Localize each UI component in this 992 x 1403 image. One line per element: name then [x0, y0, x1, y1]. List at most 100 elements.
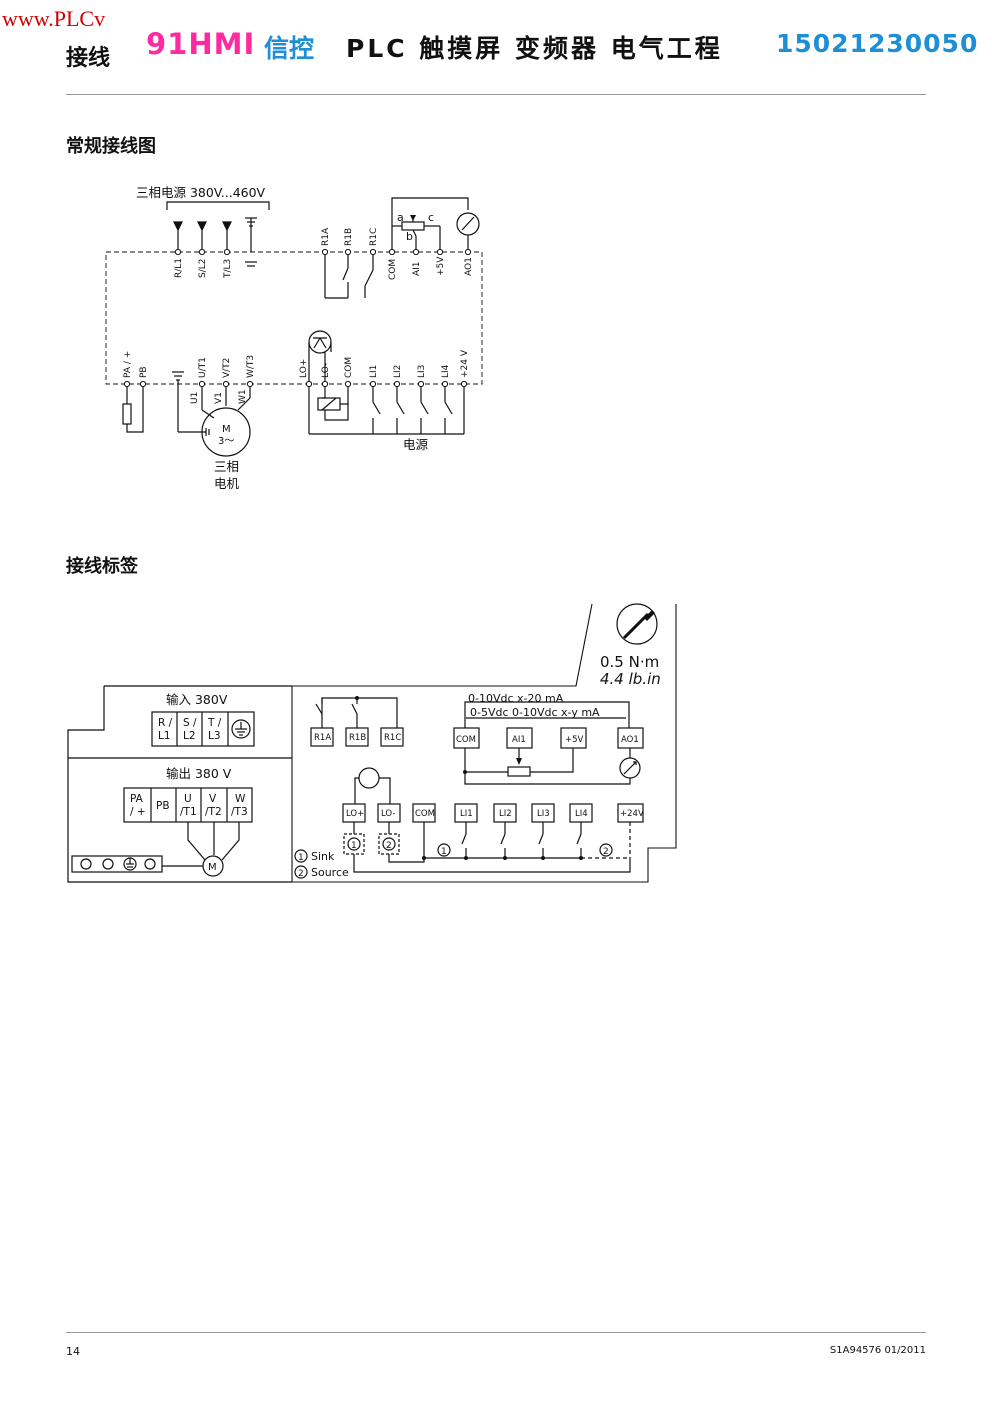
supply-label: 三相电源 380V...460V: [136, 185, 266, 200]
terminal-AI1: AI1: [412, 261, 422, 276]
relay-R1B: R1B: [349, 733, 366, 743]
pot-letter-c: c: [428, 211, 434, 224]
terminal-R1C: R1C: [369, 228, 379, 246]
supply-lines: [173, 217, 257, 267]
torque-nm: 0.5 N·m: [600, 653, 659, 671]
logic-24V: +24V: [620, 809, 644, 819]
terminal-R1A: R1A: [321, 227, 331, 246]
lead-W1: W1: [238, 389, 248, 404]
analog-5V: +5V: [565, 735, 584, 745]
terminal-PB: PB: [139, 366, 149, 378]
terminal-LI2: LI2: [393, 365, 403, 378]
motor-circuit: [172, 371, 251, 457]
output-PB: PB: [156, 800, 170, 812]
ground-symbol-icon: [231, 719, 251, 739]
motor-phase: 3～: [218, 436, 234, 447]
terminal-24V: +24 V: [460, 349, 470, 378]
terminal-UT1: U/T1: [198, 357, 208, 378]
input-L3: L3: [208, 730, 221, 742]
output-T1: /T1: [180, 806, 197, 818]
legend-marker-2: 2: [298, 869, 304, 879]
analog-circuit: [391, 197, 480, 252]
header-rule: [66, 94, 926, 95]
input-L1: L1: [158, 730, 171, 742]
logic-COM: COM: [415, 809, 435, 819]
footer-rule: [66, 1332, 926, 1333]
pot-letter-b: b: [406, 230, 413, 243]
page-number: 14: [66, 1345, 80, 1358]
logic-LI4: LI4: [575, 809, 588, 819]
output-T3: /T3: [231, 806, 248, 818]
output-T2: /T2: [205, 806, 222, 818]
output-W: W: [235, 793, 246, 805]
section-title-wiring-diagram: 常规接线图: [66, 136, 156, 157]
logic-circuit: [308, 330, 465, 435]
terminal-WT3: W/T3: [246, 355, 256, 378]
sink-label: Sink: [311, 850, 335, 863]
terminal-COM: COM: [388, 259, 398, 280]
logic-LOminus: LO-: [381, 809, 395, 819]
lead-U1: U1: [190, 392, 200, 404]
power-label: 电源: [403, 437, 429, 452]
terminal-R1B: R1B: [344, 228, 354, 246]
output-V: V: [209, 793, 217, 805]
relay-R1A: R1A: [314, 733, 331, 743]
input-label: 输入 380V: [166, 692, 228, 707]
terminal-VT2: V/T2: [222, 358, 232, 378]
wiring-label-diagram: 0.5 N·m 4.4 lb.in 输入 380V R / L1 S / L2 …: [67, 603, 677, 883]
logic-LOplus: LO+: [346, 809, 364, 819]
input-S: S /: [183, 717, 197, 729]
logic-LI1: LI1: [460, 809, 473, 819]
analog-range-1: 0-10Vdc x-20 mA: [468, 692, 564, 705]
relay-circuit: [324, 252, 374, 299]
torque-screwdriver-icon: [616, 603, 658, 645]
analog-AO1: AO1: [621, 735, 639, 745]
motor-symbol-label: M: [208, 862, 217, 873]
motor-label-2: 电机: [214, 476, 240, 491]
analog-AI1: AI1: [512, 735, 526, 745]
terminal-COM-logic: COM: [344, 357, 354, 378]
logic-LI3: LI3: [537, 809, 550, 819]
input-R: R /: [158, 717, 173, 729]
phone-number: 15021230050: [776, 29, 979, 58]
terminal-LOminus: LO-: [321, 363, 331, 378]
relay-R1C: R1C: [384, 733, 401, 743]
output-label: 输出 380 V: [166, 766, 232, 781]
terminal-LI3: LI3: [417, 365, 427, 378]
source-label: Source: [311, 866, 349, 879]
braking-resistor: [122, 384, 144, 433]
input-T: T /: [207, 717, 222, 729]
chapter-title: 接线: [66, 46, 111, 71]
terminal-RL1: R/L1: [174, 258, 184, 278]
input-L2: L2: [183, 730, 196, 742]
terminal-TL3: T/L3: [223, 259, 233, 279]
document-id: S1A94576 01/2011: [829, 1345, 926, 1356]
terminal-LI1: LI1: [369, 365, 379, 378]
marker-1-line: 1: [441, 847, 447, 857]
wiring-diagram: 三相电源 380V...460V R/L1 S/L2 T/L3 R1A: [105, 185, 483, 491]
torque-lbin: 4.4 lb.in: [600, 670, 661, 688]
terminal-LOplus: LO+: [299, 359, 309, 378]
terminal-AO1: AO1: [464, 257, 474, 276]
motor-symbol: M: [222, 424, 231, 435]
banner-text: PLC 触摸屏 变频器 电气工程: [346, 34, 723, 63]
ground-terminal-icon: [123, 857, 137, 871]
output-plus: / +: [130, 806, 146, 818]
logic-LI2: LI2: [499, 809, 512, 819]
legend-marker-1: 1: [298, 853, 304, 863]
output-PA: PA: [130, 793, 144, 805]
lead-V1: V1: [214, 392, 224, 404]
terminal-LI4: LI4: [441, 364, 451, 378]
pot-letter-a: a: [397, 211, 404, 224]
terminal-PA: PA / +: [123, 351, 133, 378]
analog-COM: COM: [456, 735, 476, 745]
output-U: U: [184, 793, 192, 805]
brand-name: 信控: [264, 34, 315, 63]
watermark: www.PLCv: [2, 6, 106, 31]
terminal-5V: +5V: [436, 256, 446, 276]
motor-label-1: 三相: [214, 459, 239, 474]
analog-range-2: 0-5Vdc 0-10Vdc x-y mA: [470, 706, 600, 719]
brand-logo: 91HMI: [146, 27, 256, 61]
marker-2-line: 2: [603, 847, 609, 857]
section-title-wiring-label: 接线标签: [66, 556, 138, 577]
